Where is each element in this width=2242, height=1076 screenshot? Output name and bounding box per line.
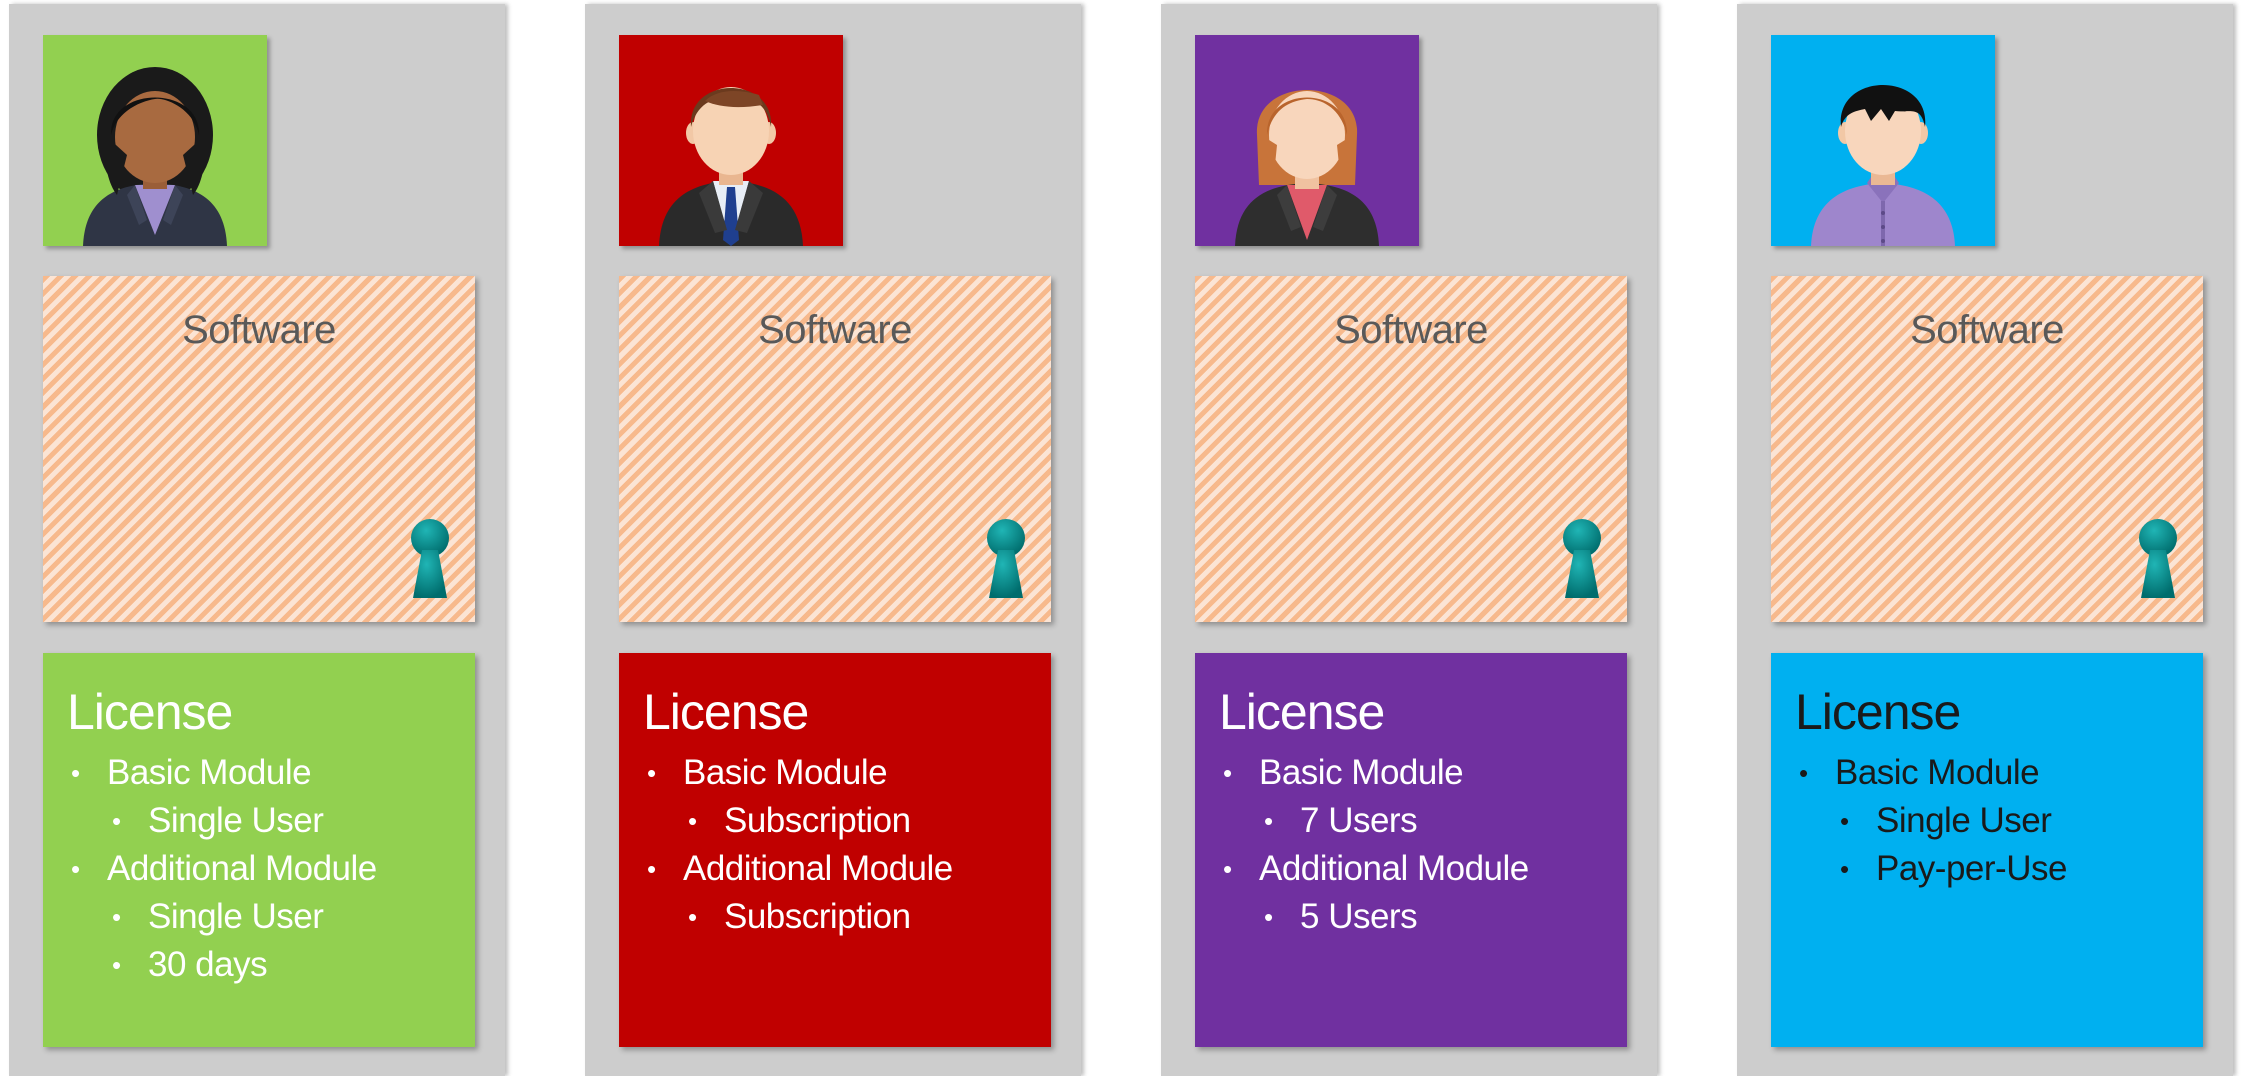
license-module-item: Basic Module (1795, 751, 2067, 799)
license-detail-item: Subscription (643, 895, 953, 943)
license-title: License (1795, 684, 1961, 740)
software-box: Software (1771, 276, 2203, 622)
license-column-4: Software License Basic ModuleSingle User… (1737, 4, 2233, 1076)
software-box: Software (1195, 276, 1627, 622)
license-detail-item: 5 Users (1219, 895, 1529, 943)
license-items: Basic Module7 UsersAdditional Module5 Us… (1219, 751, 1529, 943)
license-module-item: Additional Module (67, 847, 377, 895)
software-title: Software (1910, 308, 2064, 352)
user-woman-red-hair-icon (1195, 35, 1419, 246)
license-box: License Basic ModuleSingle UserPay-per-U… (1771, 653, 2203, 1047)
license-detail-item: Pay-per-Use (1795, 847, 2067, 895)
keyhole-icon (409, 518, 451, 598)
license-column-3: Software License Basic Module7 UsersAddi… (1161, 4, 1657, 1076)
license-items: Basic ModuleSingle UserAdditional Module… (67, 751, 377, 991)
license-module-item: Basic Module (1219, 751, 1529, 799)
license-module-item: Additional Module (1219, 847, 1529, 895)
license-items: Basic ModuleSubscriptionAdditional Modul… (643, 751, 953, 943)
keyhole-icon (1561, 518, 1603, 598)
license-items: Basic ModuleSingle UserPay-per-Use (1795, 751, 2067, 895)
software-title: Software (758, 308, 912, 352)
license-title: License (67, 684, 233, 740)
license-detail-item: Single User (67, 895, 377, 943)
license-module-item: Basic Module (643, 751, 953, 799)
user-woman-dark-hair-icon (43, 35, 267, 246)
software-box: Software (619, 276, 1051, 622)
software-title: Software (182, 308, 336, 352)
keyhole-icon (985, 518, 1027, 598)
license-title: License (1219, 684, 1385, 740)
software-box: Software (43, 276, 475, 622)
license-box: License Basic Module7 UsersAdditional Mo… (1195, 653, 1627, 1047)
license-box: License Basic ModuleSubscriptionAddition… (619, 653, 1051, 1047)
license-module-item: Additional Module (643, 847, 953, 895)
software-title: Software (1334, 308, 1488, 352)
keyhole-icon (2137, 518, 2179, 598)
license-title: License (643, 684, 809, 740)
user-man-casual-shirt-icon (1771, 35, 1995, 246)
license-column-2: Software License Basic ModuleSubscriptio… (585, 4, 1081, 1076)
license-detail-item: 30 days (67, 943, 377, 991)
user-man-suit-tie-icon (619, 35, 843, 246)
license-module-item: Basic Module (67, 751, 377, 799)
license-detail-item: Single User (1795, 799, 2067, 847)
license-detail-item: Subscription (643, 799, 953, 847)
license-box: License Basic ModuleSingle UserAdditiona… (43, 653, 475, 1047)
license-column-1: Software License Basic ModuleSingle User… (9, 4, 505, 1076)
license-detail-item: Single User (67, 799, 377, 847)
license-detail-item: 7 Users (1219, 799, 1529, 847)
